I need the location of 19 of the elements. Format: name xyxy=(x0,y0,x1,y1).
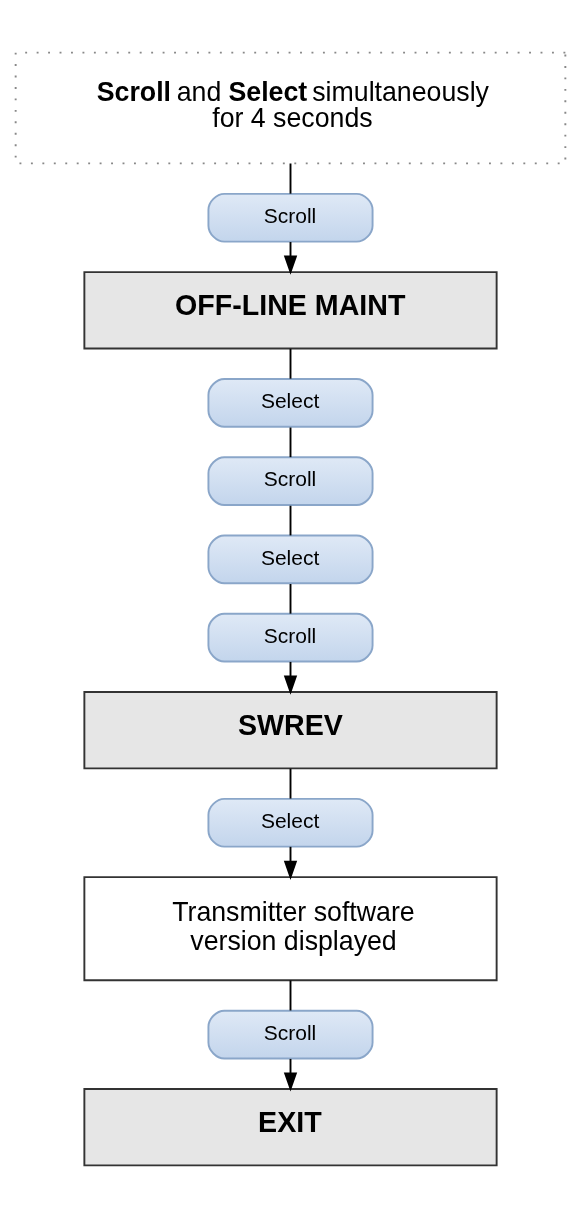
node-box: Scroll xyxy=(207,1009,374,1060)
connector xyxy=(289,504,292,537)
connector xyxy=(289,767,292,800)
node-box: Transmitter software version displayed xyxy=(83,876,498,982)
node-box: Scroll xyxy=(207,456,374,506)
node-box: Scroll and Select simultaneously for 4 seconds xyxy=(14,51,567,165)
connector xyxy=(289,426,292,459)
connector xyxy=(289,583,292,615)
node-box: Select xyxy=(207,378,374,428)
node-box: EXIT xyxy=(83,1088,498,1167)
connector xyxy=(289,979,292,1012)
node-box: OFF-LINE MAINT xyxy=(83,271,498,350)
connector xyxy=(289,162,292,195)
connector xyxy=(289,347,292,380)
node-box: SWREV xyxy=(83,691,498,770)
node-box: Scroll xyxy=(207,612,374,663)
node-box: Select xyxy=(207,534,374,585)
node-box: Scroll xyxy=(207,192,374,243)
node-box: Select xyxy=(207,797,374,848)
